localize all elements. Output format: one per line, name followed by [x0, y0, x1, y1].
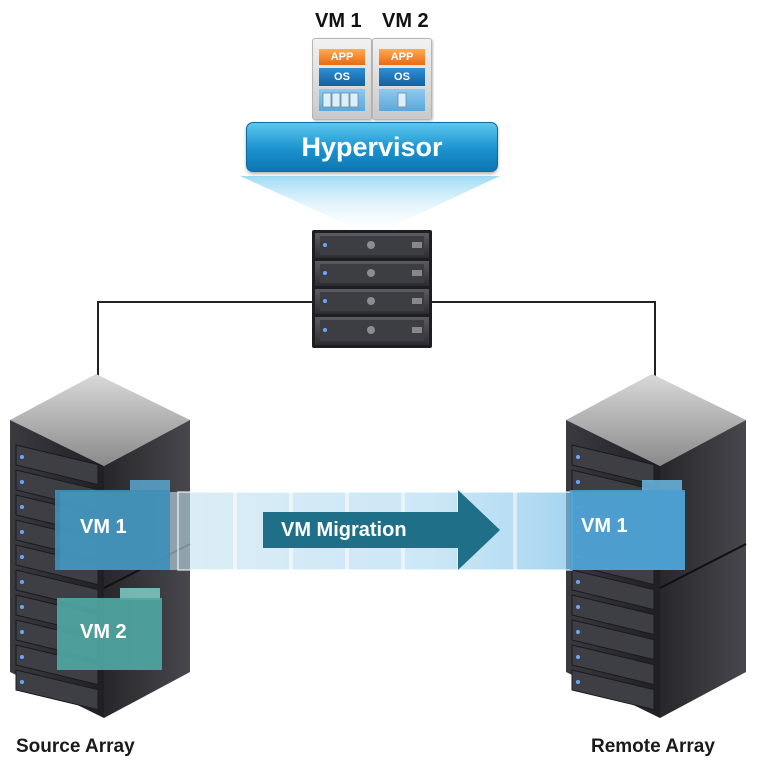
remote-array-drive-unit: [571, 619, 655, 661]
source-vm1-label: VM 1: [80, 516, 127, 538]
migration-label: VM Migration: [281, 519, 407, 541]
vm2-os-layer: OS: [379, 68, 425, 86]
vm1-disk-icon: [319, 89, 365, 111]
vm2-disk-icon: [379, 89, 425, 111]
vm2-app-layer: APP: [379, 49, 425, 65]
remote-array-label: Remote Array: [591, 736, 715, 757]
host-server: [312, 230, 432, 348]
target-vm1-label: VM 1: [581, 515, 628, 537]
host-server-unit-1: [315, 233, 429, 258]
remote-array-drive-unit: [571, 569, 655, 611]
source-array-drive-unit: [15, 669, 99, 711]
source-vm2-box: [57, 588, 162, 670]
host-server-unit-3: [315, 289, 429, 314]
source-array-label: Source Array: [16, 736, 135, 757]
hypervisor-bar: Hypervisor: [246, 122, 498, 172]
vm1-card: APP OS: [312, 38, 372, 120]
vm2-card: APP OS: [372, 38, 432, 120]
vm1-title: VM 1: [315, 10, 362, 32]
target-vm1-box: [570, 480, 685, 570]
hypervisor-funnel: [240, 176, 500, 236]
host-server-unit-4: [315, 317, 429, 345]
host-server-unit-2: [315, 261, 429, 286]
vm1-app-layer: APP: [319, 49, 365, 65]
remote-array-drive-unit: [571, 669, 655, 711]
vm1-os-layer: OS: [319, 68, 365, 86]
vm2-title: VM 2: [382, 10, 429, 32]
source-vm1-box: [55, 480, 170, 570]
remote-array-drive-unit: [571, 594, 655, 636]
migration-arrow: [263, 490, 500, 570]
source-array-drive-unit: [15, 444, 99, 486]
remote-array-drive-unit: [571, 644, 655, 686]
source-vm2-label: VM 2: [80, 621, 127, 643]
